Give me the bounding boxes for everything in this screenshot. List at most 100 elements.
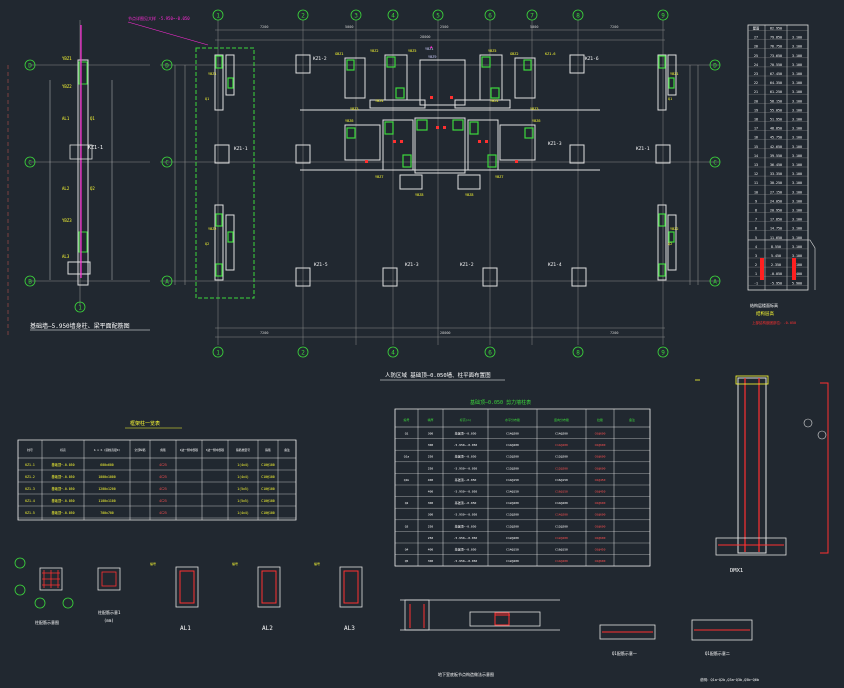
wall-table-cell: C6@600 <box>595 524 606 528</box>
column-label-kz2: KZ1-2 <box>313 56 327 62</box>
column-label-elev: KZ1-1 <box>88 145 103 151</box>
column-table-cell: 基础顶~-0.050 <box>52 498 75 503</box>
column-table-header: 全部纵筋 <box>134 448 145 452</box>
level-caption: 结构层楼面标高 <box>750 302 778 308</box>
level-cell-floor: 15 <box>754 145 758 149</box>
svg-text:D: D <box>28 63 32 70</box>
wall-table-cell: -5.950~-0.050 <box>454 559 478 563</box>
level-cell-height: 3.100 <box>792 99 802 103</box>
svg-text:YBZ2: YBZ2 <box>670 227 678 231</box>
level-cell-elev: 58.150 <box>770 99 782 103</box>
wall-table-cell: C16@150 <box>555 478 568 482</box>
level-cell-height: 5.900 <box>792 281 802 285</box>
wall-table-header: 墙厚 <box>427 417 433 422</box>
wall-table-cell: -5.950~-0.050 <box>454 443 478 447</box>
wall-table-cell: Q1a <box>404 455 410 459</box>
svg-text:1: 1 <box>216 13 220 20</box>
wall-table-cell: 300 <box>428 432 434 436</box>
wall-table-cell: 400 <box>428 478 434 482</box>
pink-note: 节点详图见大样 -5.950~-0.050 <box>128 15 190 21</box>
svg-text:6: 6 <box>488 13 492 20</box>
svg-text:YBZ9: YBZ9 <box>428 55 436 59</box>
column-table-header: 角筋 <box>160 448 166 452</box>
level-cell-height: 3.100 <box>792 263 802 267</box>
axis-bubbles-bottom: 1 2 4 6 8 9 <box>212 346 669 358</box>
column-table-cell: 1(5x5) <box>237 487 249 491</box>
column-table-cell: 基础顶~-0.050 <box>52 462 75 467</box>
column-table-cell: 1100x1100 <box>98 499 115 503</box>
svg-text:YBZ7: YBZ7 <box>495 175 503 179</box>
svg-text:KZ1-6: KZ1-6 <box>545 52 556 56</box>
level-cell-floor: 16 <box>754 136 758 140</box>
wall-table-cell: 300 <box>428 513 434 517</box>
wall-table-header: 编号 <box>403 417 409 422</box>
level-cell-height: 3.100 <box>792 245 802 249</box>
level-cell-floor: 2 <box>755 263 757 267</box>
level-cell-height: 3.100 <box>792 254 802 258</box>
level-cell-height: 3.100 <box>792 163 802 167</box>
level-cell-elev: 82.950 <box>770 27 782 31</box>
level-cell-floor: 23 <box>754 72 758 76</box>
wall-table-cell: C6@450 <box>595 478 606 482</box>
level-caption2: 结构层高 <box>756 310 774 317</box>
svg-text:C: C <box>165 160 169 167</box>
level-cell-elev: 45.750 <box>770 136 782 140</box>
column-table-header: 箍筋类型号 <box>236 448 250 452</box>
wall-table-cell: -5.950~-0.050 <box>454 536 478 540</box>
svg-text:YBZ8: YBZ8 <box>465 193 473 197</box>
level-cell-height: 3.100 <box>792 181 802 185</box>
svg-text:2500: 2500 <box>440 25 448 29</box>
svg-text:编号: 编号 <box>150 561 156 566</box>
svg-text:YBZ1: YBZ1 <box>670 72 678 76</box>
wall-table-cell: C16@150 <box>555 490 568 494</box>
level-cell-floor: 1 <box>755 272 757 276</box>
column-table-cell: 1(4x4) <box>237 511 249 515</box>
wall-table-cell: C12@200 <box>506 524 519 528</box>
level-cell-elev: 27.150 <box>770 190 782 194</box>
level-cell-height: 3.100 <box>792 218 802 222</box>
level-cell-elev: -5.950 <box>770 281 782 285</box>
wall-table-cell: C14@150 <box>506 548 519 552</box>
wall-table-cell: Q4 <box>405 548 409 552</box>
svg-text:C: C <box>713 160 717 167</box>
column-table-cell: C10@100 <box>261 511 275 515</box>
wall-table-cell: 250 <box>428 455 434 459</box>
level-cell-height: 3.100 <box>792 199 802 203</box>
svg-text:AL1: AL1 <box>180 625 191 632</box>
wall-table-cell: C12@200 <box>506 536 519 540</box>
column-label-kz6: KZ1-3 <box>405 262 419 268</box>
level-cell-height: 3.100 <box>792 145 802 149</box>
svg-text:YBZ4: YBZ4 <box>375 99 383 103</box>
svg-text:Q1配筋示意二: Q1配筋示意二 <box>705 650 730 656</box>
level-cell-elev: 20.950 <box>770 209 782 213</box>
svg-text:YBZ3: YBZ3 <box>350 107 358 111</box>
wall-table-header: 备注 <box>629 417 635 422</box>
wall-table-header: 标高(m) <box>460 417 472 422</box>
wall-table-cell: C12@200 <box>555 524 568 528</box>
svg-text:YBZ7: YBZ7 <box>375 175 383 179</box>
svg-text:AL3: AL3 <box>344 625 355 632</box>
elevation-axis-bubbles: D C B 1 <box>24 59 86 313</box>
level-cell-floor: 24 <box>754 63 758 67</box>
svg-text:编号: 编号 <box>314 561 320 566</box>
column-table-cell: KZ1-5 <box>25 511 35 515</box>
level-cell-elev: 51.950 <box>770 118 782 122</box>
wall-table-cell: C6@600 <box>595 466 606 470</box>
wall-table-cell: Q5 <box>405 559 409 563</box>
svg-text:YBZ2: YBZ2 <box>208 227 216 231</box>
column-table-header: b x h (圆柱直径D) <box>94 448 121 452</box>
svg-text:7200: 7200 <box>260 25 268 29</box>
svg-text:YBZ2: YBZ2 <box>62 84 72 89</box>
level-cell-elev: 36.450 <box>770 163 782 167</box>
svg-text:6: 6 <box>488 350 492 357</box>
level-cell-height: 3.100 <box>792 154 802 158</box>
column-table-cell: 4C25 <box>159 475 167 479</box>
svg-text:7200: 7200 <box>260 331 268 335</box>
svg-text:9: 9 <box>661 350 665 357</box>
column-table-cell: KZ1-4 <box>25 499 35 503</box>
level-cell-height: 3.100 <box>792 190 802 194</box>
column-table-header: 柱号 <box>27 448 33 452</box>
wall-table-cell: 250 <box>428 466 434 470</box>
